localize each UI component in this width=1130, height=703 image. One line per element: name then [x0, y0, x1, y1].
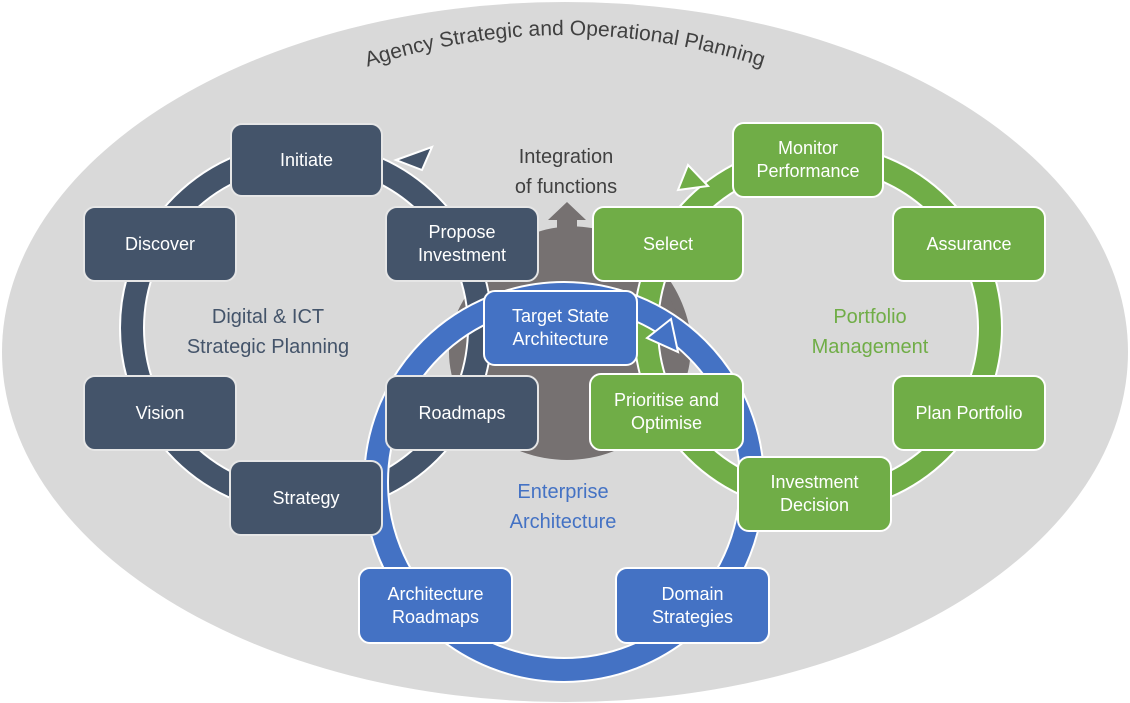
node-propose-investment[interactable]: Propose Investment [385, 206, 539, 282]
node-architecture-roadmaps[interactable]: Architecture Roadmaps [358, 567, 513, 644]
digital-ict-label: Digital & ICT Strategic Planning [186, 306, 350, 358]
node-monitor-performance[interactable]: Monitor Performance [732, 122, 884, 198]
node-assurance[interactable]: Assurance [892, 206, 1046, 282]
node-strategy[interactable]: Strategy [229, 460, 383, 536]
node-prioritise-and-optimise[interactable]: Prioritise and Optimise [589, 373, 744, 451]
node-investment-decision[interactable]: Investment Decision [737, 456, 892, 532]
node-target-state-architecture[interactable]: Target State Architecture [483, 290, 638, 366]
integration-up-arrow-icon [548, 202, 586, 236]
node-domain-strategies[interactable]: Domain Strategies [615, 567, 770, 644]
enterprise-architecture-arrowhead-icon [645, 317, 680, 354]
enterprise-architecture-label: Enterprise Architecture [509, 481, 617, 533]
portfolio-arrowhead-icon [676, 163, 711, 192]
portfolio-label: Portfolio Management [811, 306, 929, 358]
integration-label: Integration of functions [514, 146, 618, 198]
node-discover[interactable]: Discover [83, 206, 237, 282]
node-vision[interactable]: Vision [83, 375, 237, 451]
node-roadmaps[interactable]: Roadmaps [385, 375, 539, 451]
node-initiate[interactable]: Initiate [230, 123, 383, 197]
digital-ict-arrowhead-icon [393, 145, 434, 172]
node-select[interactable]: Select [592, 206, 744, 282]
node-plan-portfolio[interactable]: Plan Portfolio [892, 375, 1046, 451]
